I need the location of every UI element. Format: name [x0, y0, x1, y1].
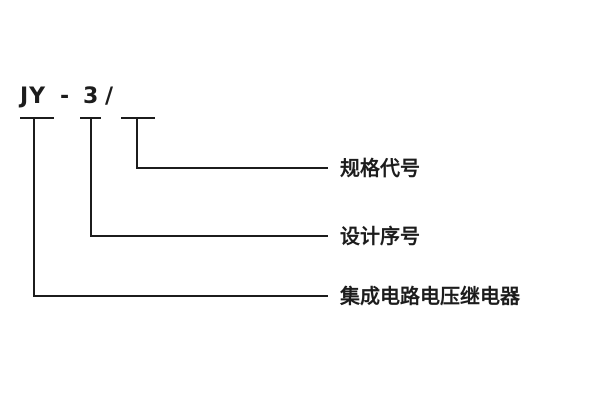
design-number-vertical-line — [90, 119, 92, 237]
model-separator: - — [60, 84, 71, 109]
product-type-label: 集成电路电压继电器 — [340, 284, 520, 308]
design-number-horizontal-line — [90, 235, 328, 237]
model-series-code: JY — [20, 84, 47, 109]
underline-design-number — [80, 117, 101, 119]
underline-spec-blank — [121, 117, 155, 119]
spec-code-label: 规格代号 — [340, 156, 420, 180]
spec-code-horizontal-line — [136, 167, 328, 169]
spec-code-vertical-line — [136, 119, 138, 169]
model-design-number: 3 — [83, 84, 100, 109]
product-type-vertical-line — [33, 119, 35, 297]
product-type-horizontal-line — [33, 295, 328, 297]
model-slash: / — [105, 84, 115, 109]
design-number-label: 设计序号 — [340, 224, 420, 248]
underline-series — [20, 117, 54, 119]
